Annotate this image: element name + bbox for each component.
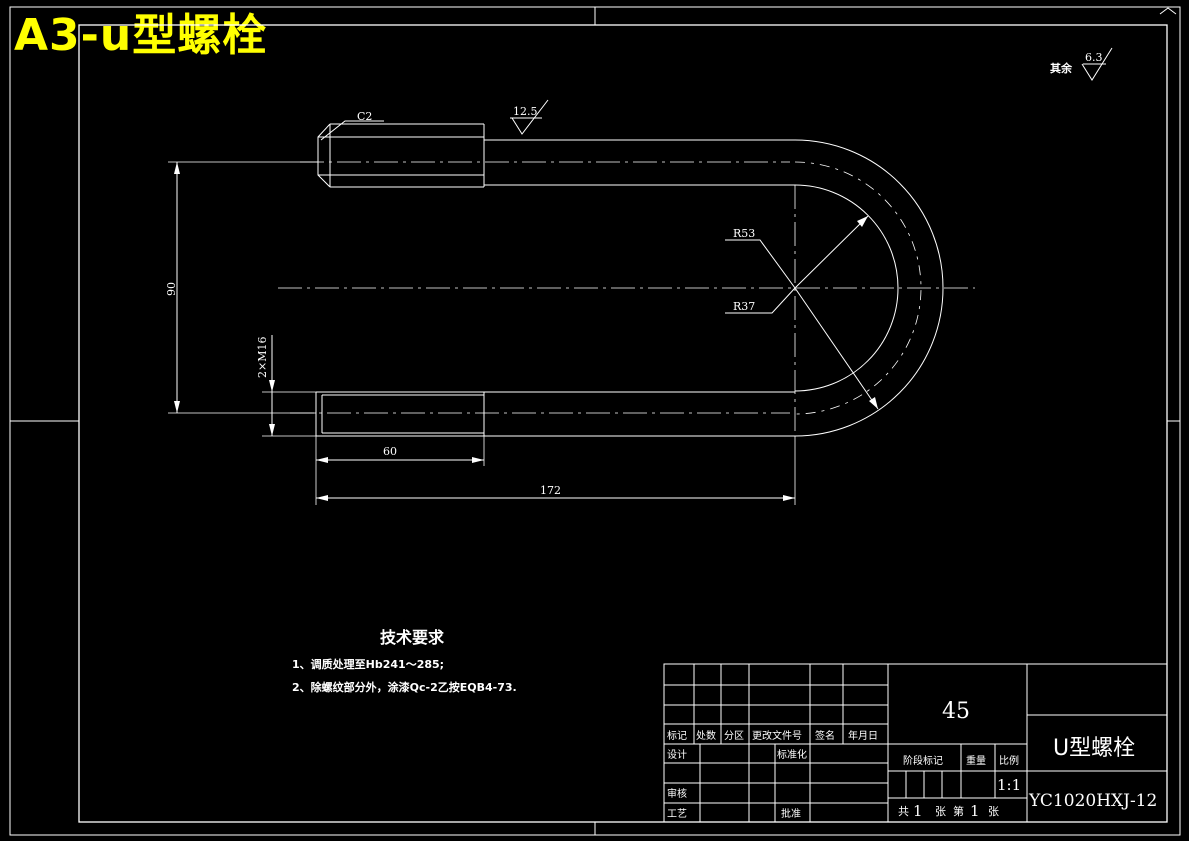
roughness-symbol-icon	[511, 99, 549, 135]
radius-r37-leader	[794, 287, 879, 410]
sheet-unit: 张	[988, 805, 999, 818]
roughness-value: 12.5	[513, 105, 538, 118]
dim-height-label: 90	[165, 282, 178, 296]
u-bolt-part	[315, 123, 944, 437]
rev-header-docno: 更改文件号	[752, 729, 802, 742]
stage-mark-label: 阶段标记	[903, 754, 943, 767]
sheet-no-label: 第	[953, 804, 964, 818]
dim-thread-length-label: 60	[383, 445, 397, 458]
material-value: 45	[942, 699, 970, 724]
chamfer-label: C2	[357, 110, 372, 123]
drawing-stamp-title: A3-u型螺栓	[14, 10, 268, 61]
review-label: 审核	[667, 787, 687, 800]
rev-header-date: 年月日	[848, 729, 878, 742]
sheets-total-label: 共	[898, 805, 909, 818]
radius-outer-label: R53	[733, 227, 755, 240]
title-block	[663, 663, 1168, 823]
centerlines	[278, 161, 975, 436]
roughness-other-value: 6.3	[1085, 51, 1103, 64]
sheets-unit: 张	[935, 805, 946, 818]
radius-r37-label-line	[725, 287, 796, 314]
design-label: 设计	[667, 748, 687, 761]
roughness-other-symbol-icon	[1081, 47, 1113, 81]
rev-header-count: 处数	[696, 729, 716, 742]
radius-r53-leader	[794, 215, 869, 289]
drawing-number: YC1020HXJ-12	[1028, 791, 1157, 811]
dim-total-length-label: 172	[540, 484, 561, 497]
scale-label: 比例	[999, 754, 1019, 767]
drawing-frame	[78, 24, 1168, 823]
radius-r53-label-line	[725, 239, 796, 289]
weight-label: 重量	[966, 754, 986, 767]
sheet-no: 1	[970, 802, 980, 820]
sheets-total: 1	[913, 802, 923, 820]
process-label: 工艺	[667, 808, 687, 820]
part-name: U型螺栓	[1053, 736, 1135, 761]
scale-value: 1:1	[997, 776, 1021, 794]
rev-header-zone: 分区	[724, 730, 744, 742]
roughness-other-label: 其余	[1050, 61, 1073, 75]
tech-requirement-1: 1、调质处理至Hb241～285;	[292, 657, 444, 671]
orientation-mark-icon	[1159, 7, 1177, 15]
tech-requirements-title: 技术要求	[380, 628, 445, 647]
dim-thread-label: 2×M16	[256, 337, 269, 378]
dimension-arrows	[174, 162, 878, 501]
tech-requirement-2: 2、除螺纹部分外，涂漆Qc-2乙按EQB4-73.	[292, 680, 517, 694]
approve-label: 批准	[781, 807, 801, 820]
rev-header-sign: 签名	[815, 729, 835, 742]
chamfer-leader	[320, 120, 384, 141]
standardize-label: 标准化	[777, 748, 807, 761]
radius-inner-label: R37	[733, 300, 755, 313]
sheet-border	[9, 6, 1181, 836]
rev-header-mark: 标记	[667, 730, 687, 742]
